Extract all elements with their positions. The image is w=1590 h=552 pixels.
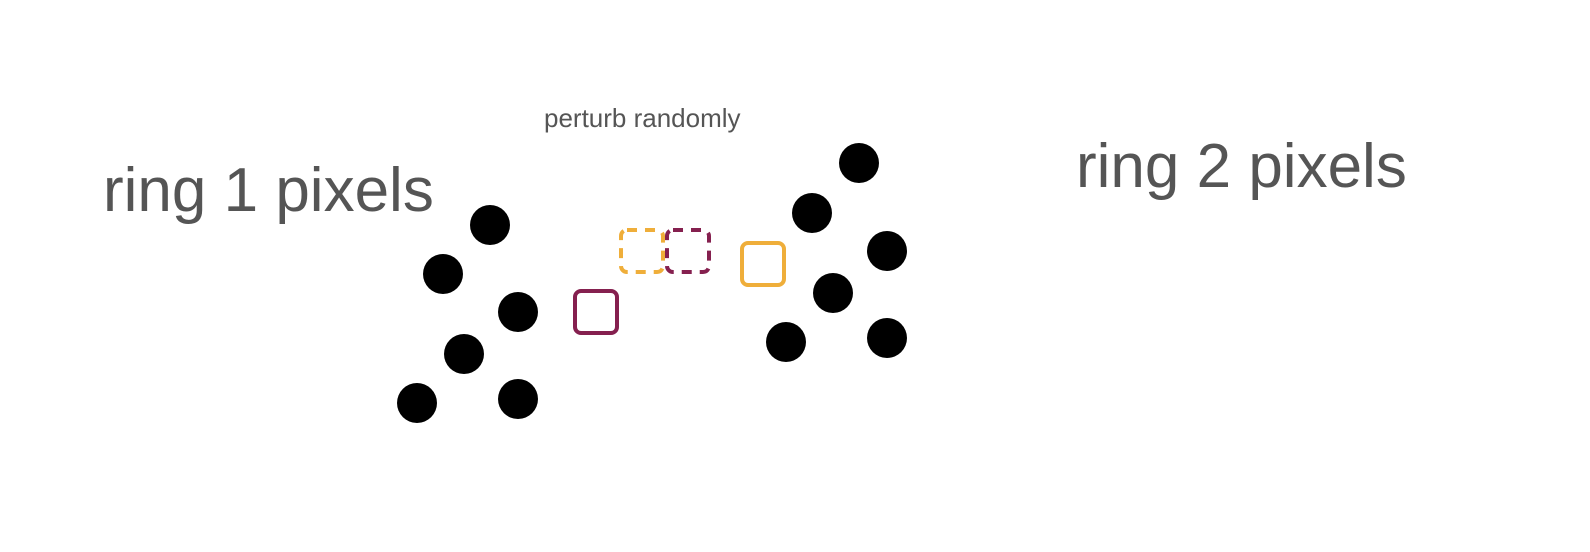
ring2-pixel-group bbox=[766, 143, 907, 362]
orange-dashed-square bbox=[619, 228, 665, 274]
ring1-pixel bbox=[397, 383, 437, 423]
ring2-pixel bbox=[792, 193, 832, 233]
ring2-pixel bbox=[867, 231, 907, 271]
maroon-solid-square bbox=[573, 289, 619, 335]
ring1-pixel bbox=[470, 205, 510, 245]
ring1-pixel-group bbox=[397, 205, 538, 423]
orange-solid-square bbox=[740, 241, 786, 287]
ring1-pixels-label: ring 1 pixels bbox=[103, 156, 434, 225]
ring2-pixels-label: ring 2 pixels bbox=[1076, 132, 1407, 201]
ring2-pixel bbox=[813, 273, 853, 313]
maroon-dashed-square bbox=[665, 228, 711, 274]
ring1-pixel bbox=[498, 292, 538, 332]
ring2-pixel bbox=[766, 322, 806, 362]
perturbation-squares bbox=[573, 228, 786, 335]
ring1-pixel bbox=[498, 379, 538, 419]
ring2-pixel bbox=[867, 318, 907, 358]
perturb-randomly-label: perturb randomly bbox=[544, 103, 741, 133]
ring1-pixel bbox=[423, 254, 463, 294]
ring1-pixel bbox=[444, 334, 484, 374]
ring2-pixel bbox=[839, 143, 879, 183]
